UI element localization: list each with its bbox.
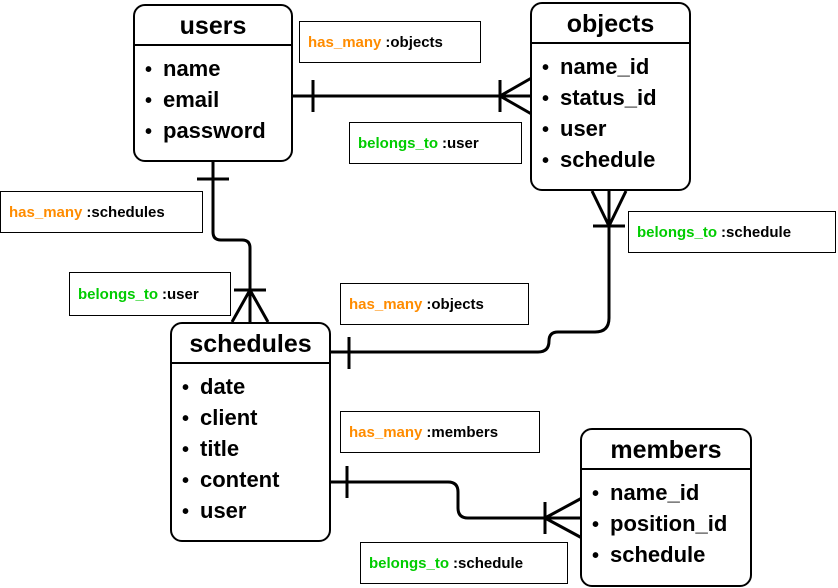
- label-users-has-many-objects: has_many :objects: [299, 21, 481, 63]
- schedules-attr: title: [182, 434, 329, 465]
- schedules-attr: client: [182, 403, 329, 434]
- has-many-keyword: has_many: [9, 203, 83, 221]
- label-users-has-many-schedules: has_many :schedules: [0, 191, 203, 233]
- has-many-keyword: has_many: [308, 33, 382, 51]
- relation-target: :user: [162, 285, 199, 303]
- members-attr: name_id: [592, 478, 750, 509]
- members-attr: position_id: [592, 509, 750, 540]
- relation-target: :user: [442, 134, 479, 152]
- users-attr: email: [145, 85, 291, 116]
- objects-attr: name_id: [542, 52, 689, 83]
- schedules-attr: date: [182, 372, 329, 403]
- objects-attr: status_id: [542, 83, 689, 114]
- label-objects-belongs-to-user: belongs_to :user: [349, 122, 522, 164]
- users-attributes: name email password: [135, 46, 291, 147]
- objects-attr: user: [542, 114, 689, 145]
- schedules-members-connector: [331, 480, 582, 520]
- objects-attributes: name_id status_id user schedule: [532, 44, 689, 176]
- relation-target: :schedules: [86, 203, 165, 221]
- users-attr: password: [145, 116, 291, 147]
- has-many-keyword: has_many: [349, 295, 423, 313]
- relation-target: :members: [426, 423, 499, 441]
- relation-target: :objects: [385, 33, 443, 51]
- label-schedules-belongs-to-user: belongs_to :user: [69, 272, 231, 316]
- members-attributes: name_id position_id schedule: [582, 470, 750, 571]
- members-attr: schedule: [592, 540, 750, 571]
- belongs-to-keyword: belongs_to: [637, 223, 718, 241]
- schedules-entity: schedules date client title content user: [170, 322, 331, 542]
- label-schedules-has-many-members: has_many :members: [340, 411, 540, 453]
- members-title: members: [582, 430, 750, 470]
- objects-many-marker: [499, 74, 536, 118]
- members-entity: members name_id position_id schedule: [580, 428, 752, 587]
- users-entity: users name email password: [133, 4, 293, 162]
- objects-schedules-connector: [331, 191, 611, 354]
- belongs-to-keyword: belongs_to: [358, 134, 439, 152]
- schedules-attributes: date client title content user: [172, 364, 329, 527]
- has-many-keyword: has_many: [349, 423, 423, 441]
- belongs-to-keyword: belongs_to: [369, 554, 450, 572]
- belongs-to-keyword: belongs_to: [78, 285, 159, 303]
- users-attr: name: [145, 54, 291, 85]
- users-schedules-connector: [211, 162, 252, 322]
- members-many-marker: [544, 496, 583, 540]
- relation-target: :schedule: [721, 223, 792, 241]
- label-objects-belongs-to-schedule: belongs_to :schedule: [628, 211, 836, 253]
- objects-many-marker-2: [590, 190, 628, 227]
- relation-target: :schedule: [453, 554, 524, 572]
- relation-target: :objects: [426, 295, 484, 313]
- schedules-attr: user: [182, 496, 329, 527]
- label-schedules-has-many-objects: has_many :objects: [340, 283, 529, 325]
- objects-title: objects: [532, 4, 689, 44]
- schedules-attr: content: [182, 465, 329, 496]
- users-title: users: [135, 6, 291, 46]
- schedules-many-marker: [230, 289, 270, 323]
- schedules-title: schedules: [172, 324, 329, 364]
- label-members-belongs-to-schedule: belongs_to :schedule: [360, 542, 568, 584]
- objects-entity: objects name_id status_id user schedule: [530, 2, 691, 191]
- objects-attr: schedule: [542, 145, 689, 176]
